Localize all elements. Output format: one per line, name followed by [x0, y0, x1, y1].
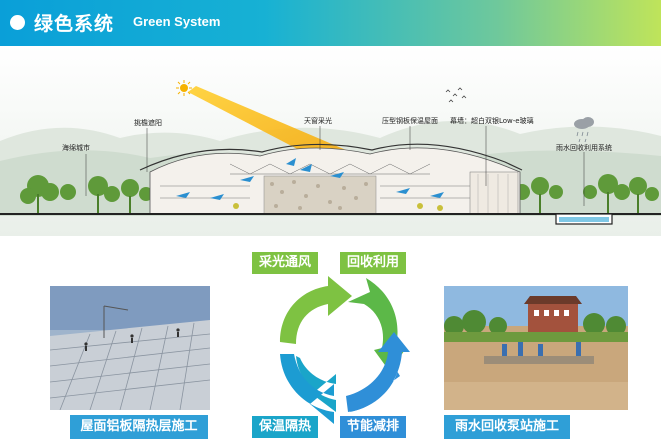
- label-sunshade: 挑檐遮阳: [134, 119, 162, 127]
- birds-icon: [445, 87, 467, 103]
- bullet-icon: [10, 15, 25, 30]
- label-sponge-city: 海绵城市: [62, 144, 90, 152]
- cycle-label-energy-saving: 节能减排: [340, 416, 406, 438]
- trees-right: [514, 174, 659, 201]
- photo-pump-station-construction: [444, 286, 628, 410]
- rain-cloud-icon: [574, 117, 594, 143]
- caption-pump-station: 雨水回收泵站施工: [444, 415, 570, 439]
- label-rainwater-system: 雨水回收利用系统: [556, 144, 612, 152]
- sun-icon: [176, 80, 192, 96]
- title-banner: 绿色系统 Green System: [0, 0, 661, 46]
- cycle-arrow-top-left: [280, 276, 352, 344]
- building-section: [139, 143, 523, 215]
- sunlight-beam: [188, 86, 360, 166]
- cycle-label-lighting-ventilation: 采光通风: [252, 252, 318, 274]
- caption-roof-construction: 屋面铝板隔热层施工: [70, 415, 208, 439]
- label-skylight: 天窗采光: [304, 117, 332, 125]
- cycle-diagram: [280, 276, 410, 424]
- photo-roof-construction: [50, 286, 210, 410]
- cycle-label-insulation: 保温隔热: [252, 416, 318, 438]
- building-section-illustration: 海绵城市 挑檐遮阳 天窗采光 压型钢板保温屋面 幕墙：超白双银Low-e玻璃 雨…: [0, 46, 661, 236]
- cycle-arrow-bottom-left: [296, 356, 336, 412]
- label-curtain-wall: 幕墙：超白双银Low-e玻璃: [450, 117, 534, 125]
- section-drawing: [0, 46, 661, 236]
- page-subtitle: Green System: [133, 14, 221, 29]
- trees-left: [20, 175, 153, 204]
- label-roof: 压型钢板保温屋面: [382, 117, 438, 125]
- cycle-label-recycling: 回收利用: [340, 252, 406, 274]
- page-title: 绿色系统: [34, 13, 115, 35]
